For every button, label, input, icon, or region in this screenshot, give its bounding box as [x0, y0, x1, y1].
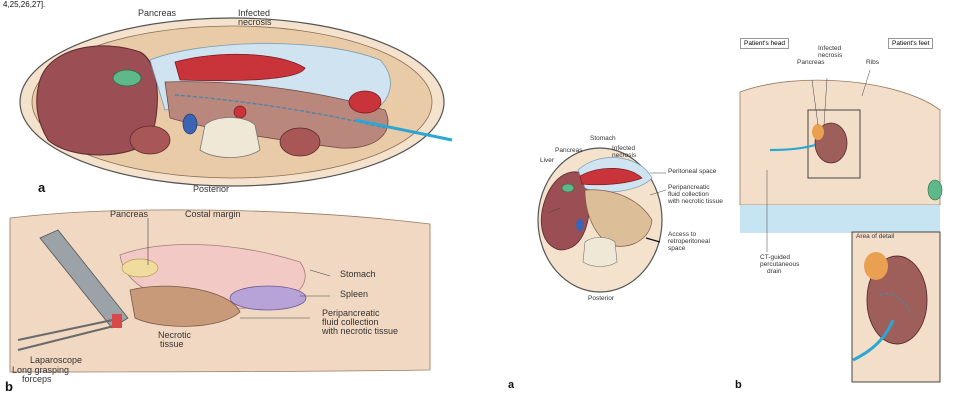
left-b-stomach-label: Stomach	[340, 270, 376, 279]
right-a-peri-label-3: with necrotic tissue	[668, 199, 723, 206]
right-a-pancreas-label: Pancreas	[555, 148, 582, 155]
left-b-pancreas-label: Pancreas	[110, 210, 148, 219]
right-b-side-view	[740, 70, 942, 382]
right-a-peritoneal-label: Peritoneal space	[668, 169, 716, 176]
right-b-detail-label: Area of detail	[856, 234, 894, 241]
header-text: 4,25,26,27].	[3, 1, 45, 9]
left-a-cross-section	[20, 18, 452, 186]
right-a-cross-section	[538, 148, 666, 292]
left-a-pancreas-label: Pancreas	[138, 9, 176, 18]
left-panel-b-letter: b	[5, 379, 13, 394]
right-panel-b-letter: b	[735, 379, 742, 391]
right-a-liver-label: Liver	[540, 158, 554, 165]
right-b-patient-head-box: Patient's head	[740, 38, 789, 49]
left-panel-a-letter: a	[38, 180, 45, 195]
left-b-grasping-label-2: forceps	[22, 375, 52, 384]
left-a-posterior-label: Posterior	[193, 185, 229, 194]
right-b-ribs-label: Ribs	[866, 60, 879, 67]
left-b-necrotic-label-2: tissue	[160, 340, 184, 349]
right-b-pancreas-label: Pancreas	[797, 60, 824, 67]
left-b-spleen-label: Spleen	[340, 290, 368, 299]
right-a-access-label-3: space	[668, 246, 685, 253]
right-a-posterior-label: Posterior	[588, 296, 614, 303]
left-a-infected-label-2: necrosis	[238, 18, 272, 27]
right-panel-a-letter: a	[508, 379, 514, 391]
left-b-peri-label-3: with necrotic tissue	[322, 327, 398, 336]
right-a-stomach-label: Stomach	[590, 136, 616, 143]
right-a-infected-label-2: necrosis	[612, 153, 636, 160]
right-b-patient-feet-box: Patient's feet	[888, 38, 933, 49]
right-b-ct-label-3: drain	[767, 269, 781, 276]
left-b-costal-label: Costal margin	[185, 210, 241, 219]
right-b-infected-label-2: necrosis	[818, 53, 842, 60]
